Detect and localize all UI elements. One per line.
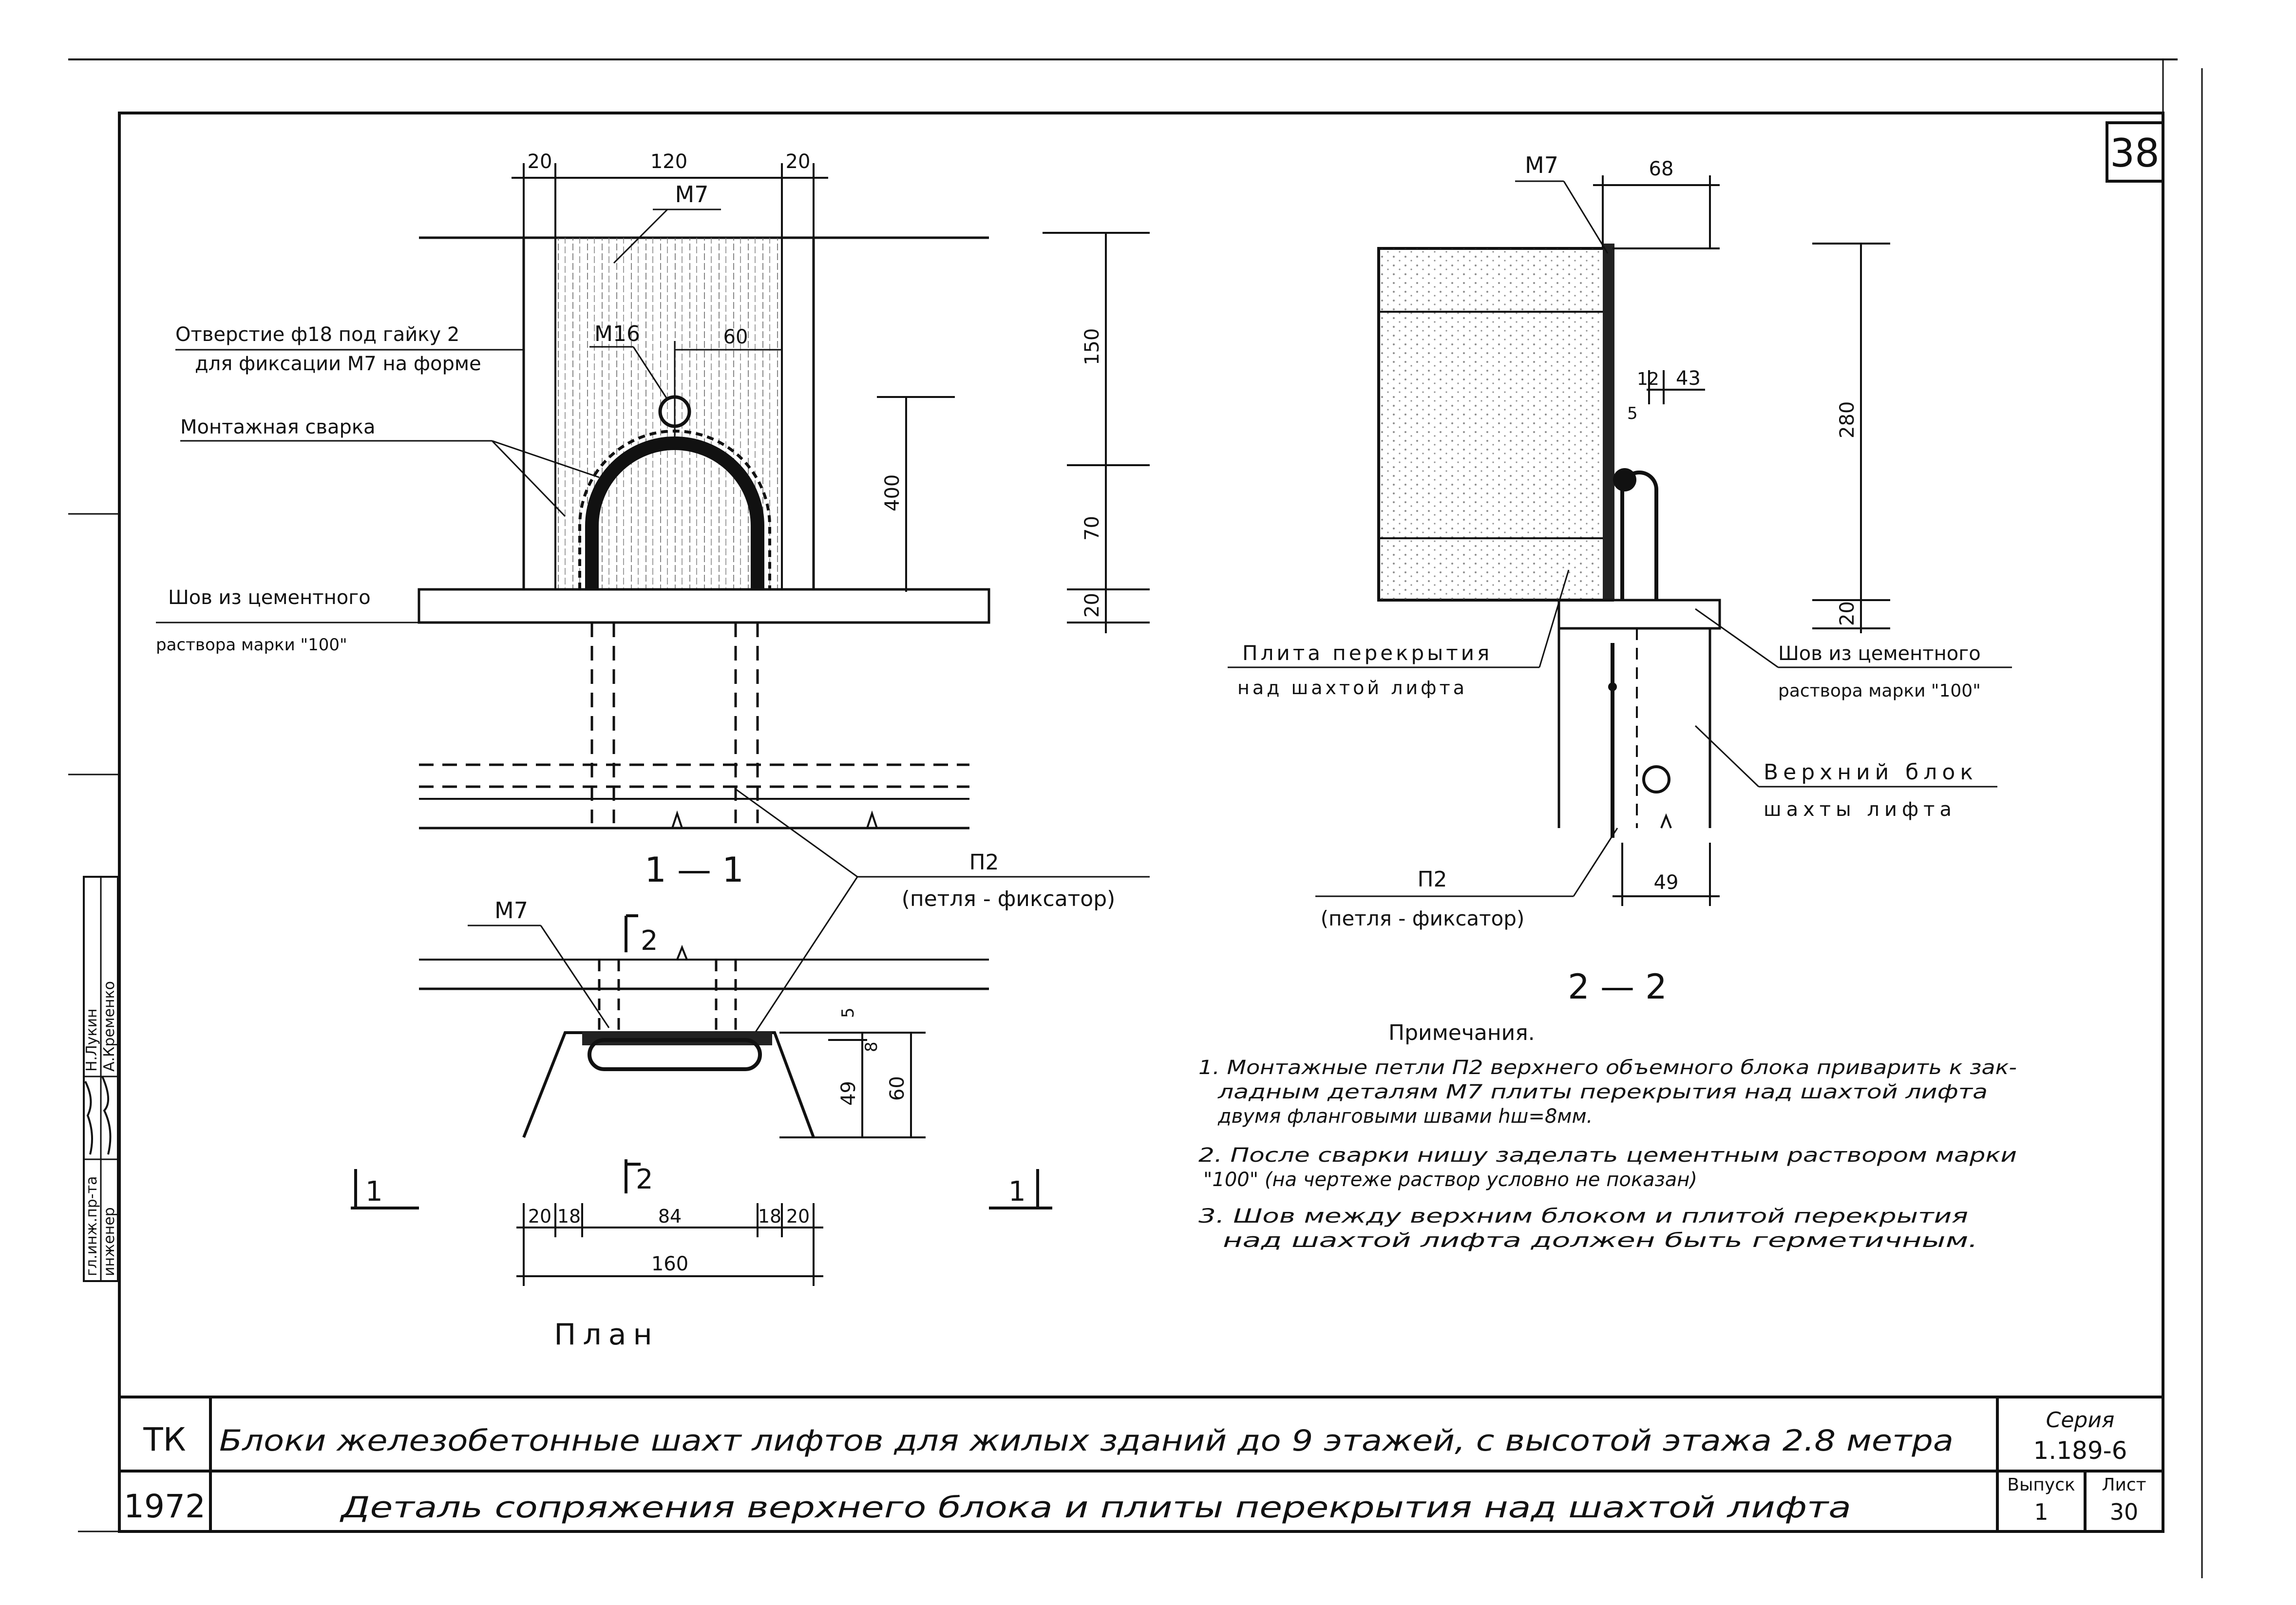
loop-p2-desc: (петля - фиксатор) xyxy=(902,887,1116,911)
loop-p2-callout: П2 (петля - фиксатор) xyxy=(735,788,1150,1033)
label-m7: М7 xyxy=(675,181,709,208)
plan-dim-160: 160 xyxy=(651,1253,688,1275)
notes-heading: Примечания. xyxy=(1388,1020,1535,1045)
signature-role-2: инженер xyxy=(101,1207,118,1276)
plan-dim-49: 49 xyxy=(837,1081,860,1106)
loop-p2-name: П2 xyxy=(969,850,999,875)
section-2-2-title: 2 — 2 xyxy=(1568,967,1667,1007)
section-1-1-title: 1 — 1 xyxy=(645,850,744,890)
plan-dim-18-b: 18 xyxy=(758,1206,781,1227)
section2-label-m7: М7 xyxy=(1525,152,1558,178)
section2-dim-5: 5 xyxy=(1627,404,1638,423)
section2-dim-43: 43 xyxy=(1676,367,1701,390)
series-label: Серия xyxy=(2046,1408,2115,1433)
plan-dim-20-a: 20 xyxy=(528,1206,551,1227)
label-m16: М16 xyxy=(594,321,640,346)
loop-rod xyxy=(1642,765,1670,793)
note-hole-line-2: для фиксации М7 на форме xyxy=(195,353,481,375)
sheet-frame xyxy=(68,58,2203,1578)
dim-20-right: 20 xyxy=(786,151,811,173)
plan-view: М7 2 2 1 1 5 8 49 60 xyxy=(351,897,1052,1352)
plan-dim-8: 8 xyxy=(862,1041,881,1052)
signature-handwriting-2 xyxy=(101,1076,112,1155)
page-number: 38 xyxy=(2110,131,2160,176)
niche xyxy=(522,1031,815,1138)
section2-loop-name: П2 xyxy=(1417,867,1447,892)
section-1-1: 20 120 20 М7 М16 60 Отверстие ф18 под га… xyxy=(156,151,1150,890)
block-label-1: Верхний блок xyxy=(1764,760,1978,785)
slab-label-1: Плита перекрытия xyxy=(1242,641,1492,665)
sheet-title-sub: Деталь сопряжения верхнего блока и плиты… xyxy=(339,1491,1851,1525)
dim-60: 60 xyxy=(723,326,748,348)
section2-dim-49: 49 xyxy=(1654,871,1679,894)
sheet-label: Лист xyxy=(2102,1475,2146,1495)
cut-1-right: 1 xyxy=(1008,1176,1026,1208)
plan-title: План xyxy=(554,1318,659,1352)
section2-dim-20: 20 xyxy=(1836,601,1859,626)
section2-dim-280: 280 xyxy=(1836,401,1859,438)
year: 1972 xyxy=(124,1488,206,1525)
cut-1-left: 1 xyxy=(365,1176,383,1208)
slab-label-2: над шахтой лифта xyxy=(1237,677,1467,699)
cut-2-bottom: 2 xyxy=(636,1164,653,1195)
signature-strip: гл.инж.пр-та инженер Н.Лукин А.Кременко xyxy=(68,513,119,1282)
signature-name-1: Н.Лукин xyxy=(83,1008,100,1072)
dim-120: 120 xyxy=(650,151,687,173)
sheet-number: 30 xyxy=(2110,1499,2139,1525)
note-hole-line-1: Отверстие ф18 под гайку 2 xyxy=(175,323,459,346)
issue-number: 1 xyxy=(2034,1499,2048,1525)
dim-70: 70 xyxy=(1081,516,1103,541)
note-seam-line-1: Шов из цементного xyxy=(168,586,371,609)
section2-dim-12: 12 xyxy=(1637,369,1659,389)
seam-label-1: Шов из цементного xyxy=(1778,642,1981,665)
sheet-title-main: Блоки железобетонные шахт лифтов для жил… xyxy=(219,1424,1954,1458)
plan-dim-20-b: 20 xyxy=(786,1206,810,1227)
section-cement-seam xyxy=(1557,599,1721,630)
signature-role-1: гл.инж.пр-та xyxy=(83,1176,100,1277)
note-1-line-2: ладным деталям М7 плиты перекрытия над ш… xyxy=(1217,1081,1988,1103)
section-loop xyxy=(1620,471,1658,600)
dim-150: 150 xyxy=(1081,328,1103,365)
dim-400: 400 xyxy=(881,474,904,511)
org-code: ТК xyxy=(143,1421,186,1458)
notes: Примечания. 1. Монтажные петли П2 верхне… xyxy=(1198,1020,2017,1252)
note-3-line-1: 3. Шов между верхним блоком и плитой пер… xyxy=(1198,1205,1968,1227)
section2-dim-68: 68 xyxy=(1649,158,1674,180)
embedded-plate-m7-section xyxy=(1603,244,1614,599)
note-weld: Монтажная сварка xyxy=(180,416,376,438)
section-2-2: М7 68 12 43 5 280 20 49 Плита перекрытия… xyxy=(1228,152,2012,1007)
dim-20-left: 20 xyxy=(528,151,552,173)
title-block: ТК 1972 Блоки железобетонные шахт лифтов… xyxy=(124,1408,2146,1525)
dim-20-vertical: 20 xyxy=(1081,593,1103,618)
plan-dim-18-a: 18 xyxy=(557,1206,581,1227)
signature-handwriting-1 xyxy=(84,1081,93,1155)
plan-loop xyxy=(588,1038,762,1071)
issue-label: Выпуск xyxy=(2007,1475,2075,1495)
plan-dim-60: 60 xyxy=(886,1076,909,1101)
note-3-line-2: над шахтой лифта должен быть герметичным… xyxy=(1223,1229,1978,1252)
note-1-line-1: 1. Монтажные петли П2 верхнего объемного… xyxy=(1198,1057,2017,1079)
plan-dim-84: 84 xyxy=(658,1206,682,1227)
signature-name-2: А.Кременко xyxy=(101,981,118,1072)
seam-label-2: раствора марки "100" xyxy=(1778,681,1981,701)
cement-seam xyxy=(417,588,990,624)
plan-label-m7: М7 xyxy=(494,897,528,924)
page-number-box: 38 xyxy=(2106,121,2164,183)
note-1-line-3: двумя фланговыми швами hш=8мм. xyxy=(1217,1105,1593,1128)
plan-dim-5: 5 xyxy=(838,1007,858,1018)
series-value: 1.189-6 xyxy=(2033,1436,2127,1465)
section2-loop-desc: (петля - фиксатор) xyxy=(1321,906,1525,930)
note-2-line-2: "100" (на чертеже раствор условно не пок… xyxy=(1203,1169,1697,1191)
cut-2-top: 2 xyxy=(641,925,658,957)
note-2-line-1: 2. После сварки нишу заделать цементным … xyxy=(1198,1144,2017,1167)
note-seam-line-2: раствора марки "100" xyxy=(156,635,347,655)
mounting-loop xyxy=(585,436,764,589)
block-label-2: шахты лифта xyxy=(1764,798,1956,821)
